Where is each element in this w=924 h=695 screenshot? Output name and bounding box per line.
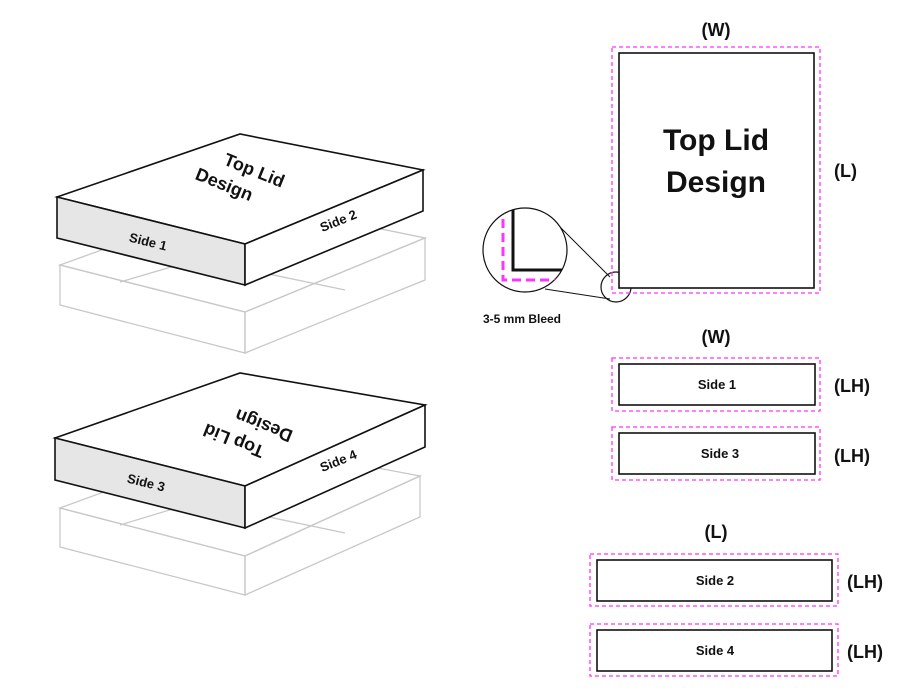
side-4-trim-outline <box>596 629 833 672</box>
side-4-bleed-outline <box>589 623 839 677</box>
side-2-label: Side 2 <box>696 573 734 588</box>
side-1-bleed-outline <box>611 357 821 412</box>
top-lid-width-label: (W) <box>702 20 731 40</box>
side-2-length-header: (L) <box>705 522 728 542</box>
upper-box-illustration: Top Lid Design Side 1 Side 2 <box>54 133 428 354</box>
top-lid-bleed-outline <box>611 46 821 294</box>
top-lid-length-label: (L) <box>834 161 857 181</box>
top-lid-panel: (W) Top Lid Design (L) <box>611 20 857 294</box>
side-2-bleed-outline <box>589 553 839 607</box>
side-4-label: Side 4 <box>696 643 735 658</box>
top-lid-title-line2: Design <box>666 166 766 199</box>
lower-box-illustration: Top Lid Design Side 3 Side 4 <box>52 372 428 597</box>
side-1-width-header: (W) <box>702 327 731 347</box>
top-lid-trim-outline <box>618 52 815 289</box>
top-lid-title-line1: Top Lid <box>663 124 769 157</box>
side-1-trim-outline <box>618 363 816 406</box>
side-2-dim-label: (LH) <box>847 572 883 592</box>
side-1-dim-label: (LH) <box>834 376 870 396</box>
side-4-panel: Side 4 (LH) <box>589 623 883 677</box>
side-2-panel: (L) Side 2 (LH) <box>589 522 883 607</box>
side-4-dim-label: (LH) <box>847 642 883 662</box>
upper-box-side-2-face <box>244 168 424 287</box>
side-3-trim-outline <box>618 432 816 475</box>
side-3-panel: Side 3 (LH) <box>611 426 870 481</box>
bleed-label: 3-5 mm Bleed <box>483 312 561 326</box>
side-3-label: Side 3 <box>701 446 739 461</box>
side-3-dim-label: (LH) <box>834 446 870 466</box>
side-1-panel: (W) Side 1 (LH) <box>611 327 870 412</box>
side-2-trim-outline <box>596 559 833 602</box>
side-3-bleed-outline <box>611 426 821 481</box>
side-1-label: Side 1 <box>698 377 736 392</box>
lower-box-side-4-face <box>244 403 426 530</box>
bleed-zoom-callout: 3-5 mm Bleed <box>482 207 632 326</box>
